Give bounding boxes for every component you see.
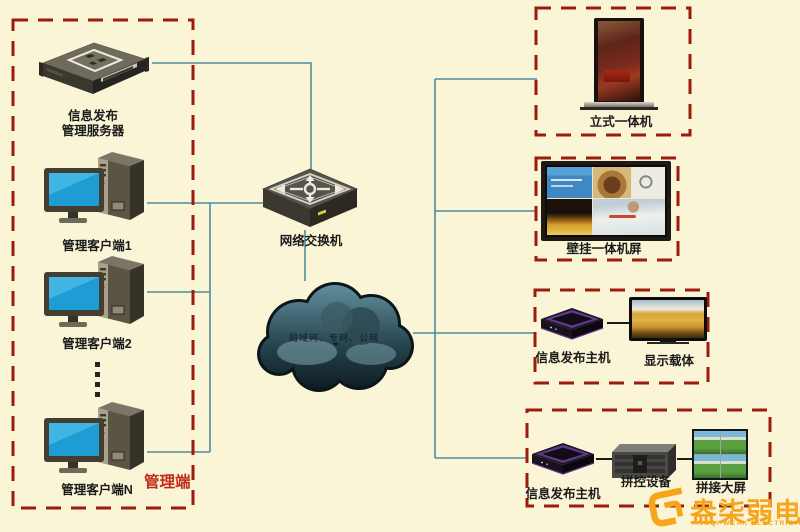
video-wall-cell (694, 455, 720, 478)
video-wall-icon (692, 429, 748, 480)
video-wall-group-border (525, 408, 772, 508)
kiosk-base-shadow (580, 107, 658, 110)
video-wall-cell (720, 455, 746, 478)
wall-display-label: 壁挂一体机屏 (566, 242, 642, 256)
collage-beer-panel (547, 198, 592, 235)
brand-subtitle: ANGQI WEAK ELECTRICITY (692, 520, 800, 527)
video-wall-host-label: 信息发布主机 (525, 487, 601, 501)
management-group-border (11, 18, 195, 510)
server-label: 信息发布 管理服务器 (62, 109, 125, 139)
clientN-label: 管理客户端N (61, 483, 133, 497)
tv-stand (660, 338, 676, 342)
client-pc-icon (44, 152, 144, 223)
server-label-line1: 信息发布 (67, 109, 119, 123)
wall-display-icon (541, 161, 671, 241)
collage-person-panel (593, 198, 665, 235)
player-host-label: 信息发布主机 (535, 351, 611, 365)
client2-label: 管理客户端2 (62, 337, 132, 351)
rack-server-icon (39, 42, 149, 94)
kiosk-label: 立式一体机 (589, 115, 653, 129)
network-wires (147, 62, 537, 459)
management-group-label: 管理端 (144, 474, 191, 491)
brand-name: 盎柒弱电 (690, 498, 800, 528)
splicing-controller-label: 拼控设备 (620, 475, 672, 489)
wall-display-group-border (534, 156, 680, 262)
cloud-label: 局域网、专网、公网 (288, 333, 380, 343)
media-player-icon (531, 443, 595, 475)
display-carrier-tv-icon (629, 297, 707, 344)
brand-logo-icon (648, 487, 684, 527)
video-wall-cell (694, 431, 720, 454)
kiosk-poster-badge (604, 70, 630, 82)
display-carrier-label: 显示载体 (643, 354, 695, 368)
wall-display-collage (547, 167, 665, 235)
client-pc-icon (44, 256, 144, 327)
client1-label: 管理客户端1 (62, 239, 132, 253)
video-wall-cell (720, 431, 746, 454)
client-pc-icon (44, 402, 144, 473)
more-clients-ellipsis (95, 362, 100, 399)
collage-food-panel (593, 167, 631, 199)
device-connectors (596, 322, 694, 460)
switch-label: 网络交换机 (279, 234, 343, 248)
kiosk-poster (598, 21, 640, 101)
splicing-controller-icon (612, 444, 676, 478)
tv-foot (647, 342, 689, 344)
media-player-icon (540, 308, 604, 340)
kiosk-base (584, 102, 654, 107)
network-cloud-icon (257, 282, 414, 392)
collage-news-panel (547, 167, 592, 199)
player-display-group-border (533, 288, 710, 385)
collage-clock-panel (631, 167, 665, 199)
kiosk-display-icon (594, 18, 644, 104)
network-switch-icon (261, 168, 359, 227)
server-label-line2: 管理服务器 (61, 124, 125, 138)
kiosk-group-border (534, 6, 692, 137)
video-wall-label: 拼接大屏 (695, 481, 747, 495)
tv-screen (632, 300, 704, 338)
